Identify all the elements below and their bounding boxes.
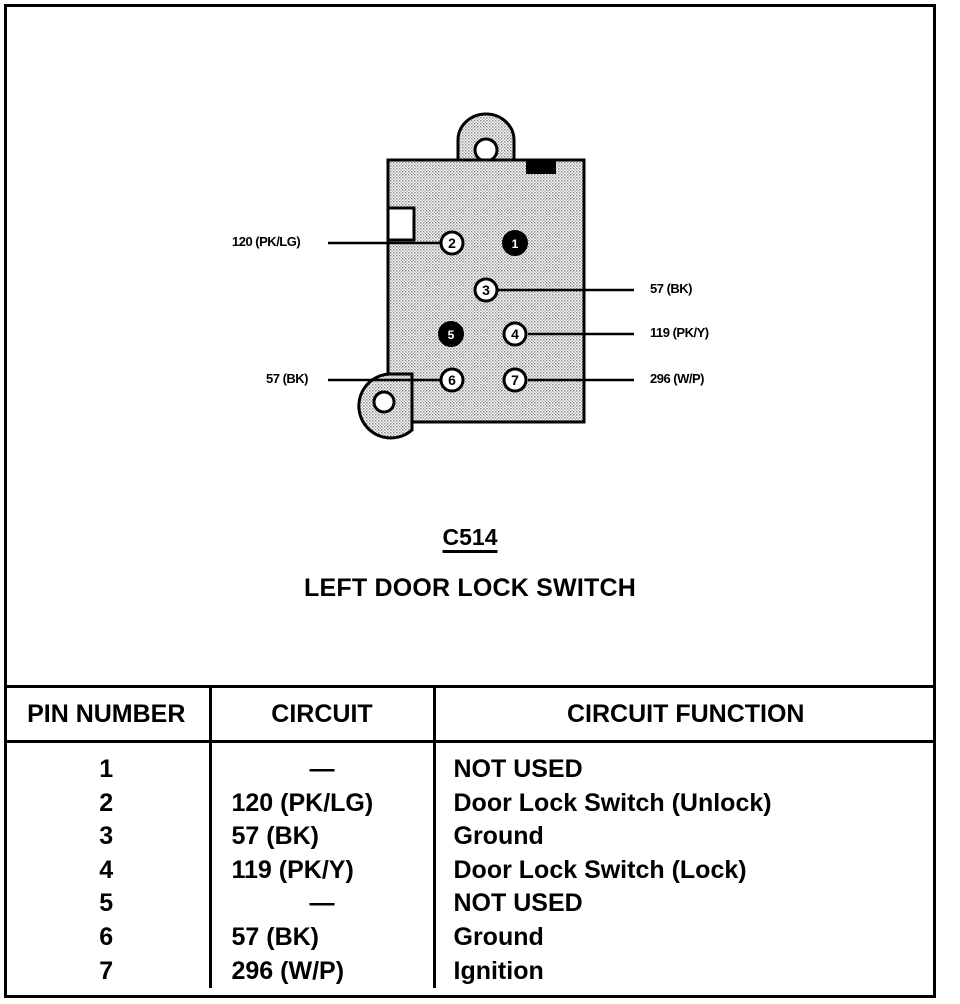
connector-name: LEFT DOOR LOCK SWITCH: [304, 574, 636, 602]
pin-1: 1: [502, 230, 528, 256]
top-mounting-ear: [456, 112, 516, 164]
circuit-cell: —: [208, 887, 434, 921]
pin-number-cell: 1: [99, 755, 114, 783]
pin-number-cell: 5: [99, 889, 114, 918]
circuit-cell: 120 (PK/LG): [208, 786, 434, 821]
function-cell: Door Lock Switch (Unlock): [432, 786, 936, 821]
table-row: 2 120 (PK/LG) Door Lock Switch (Unlock): [4, 786, 936, 821]
svg-text:6: 6: [448, 372, 456, 388]
callout-pin4: 119 (PK/Y): [650, 325, 709, 340]
callout-pin6: 57 (BK): [266, 371, 309, 386]
pin-number-cell: 6: [99, 922, 114, 951]
table-row: 4 119 (PK/Y) Door Lock Switch (Lock): [4, 853, 936, 888]
table-row: 1 — NOT USED: [4, 741, 936, 787]
pin-number-cell: 3: [99, 822, 114, 851]
pin-2: 2: [439, 230, 465, 256]
function-cell: Ground: [432, 820, 936, 854]
svg-text:7: 7: [511, 372, 519, 388]
connector-drawing: 2 1 3 5 4 6 7: [328, 112, 634, 440]
svg-text:3: 3: [482, 282, 490, 298]
diagram-frame: [4, 4, 936, 998]
pin-number-cell: 2: [99, 788, 114, 817]
pin-5: 5: [438, 321, 464, 347]
header-circuit: CIRCUIT: [208, 685, 434, 743]
table-row: 7 296 (W/P) Ignition: [4, 954, 936, 989]
header-pin-number: PIN NUMBER: [4, 685, 210, 743]
function-cell: NOT USED: [432, 887, 936, 921]
circuit-cell: 296 (W/P): [208, 954, 434, 989]
table-header-row: PIN NUMBER CIRCUIT CIRCUIT FUNCTION: [4, 685, 936, 743]
pin-3: 3: [473, 277, 499, 303]
function-cell: Ignition: [432, 954, 936, 989]
connector-id-text: C514: [442, 524, 498, 550]
polarizing-key: [526, 160, 556, 174]
circuit-cell: 119 (PK/Y): [208, 853, 434, 888]
callout-pin3: 57 (BK): [650, 281, 693, 296]
pin-number-cell: 7: [99, 956, 114, 985]
bottom-mounting-ear: [357, 372, 414, 440]
table-row: 6 57 (BK) Ground: [4, 920, 936, 955]
locking-tab: [386, 206, 416, 242]
svg-text:1: 1: [512, 237, 519, 251]
function-cell: Ground: [432, 920, 936, 955]
circuit-cell: 57 (BK): [208, 920, 434, 955]
header-circuit-function: CIRCUIT FUNCTION: [432, 685, 936, 743]
svg-text:2: 2: [448, 235, 456, 251]
pin-table: PIN NUMBER CIRCUIT CIRCUIT FUNCTION 1 — …: [4, 685, 936, 989]
svg-text:4: 4: [511, 326, 519, 342]
pin-number-cell: 4: [99, 855, 114, 884]
table-row: 3 57 (BK) Ground: [4, 820, 936, 854]
connector-id: C514: [0, 524, 940, 551]
circuit-cell: 57 (BK): [208, 820, 434, 854]
function-cell: Door Lock Switch (Lock): [432, 853, 936, 888]
svg-text:5: 5: [448, 328, 455, 342]
pin-6: 6: [439, 367, 465, 393]
pin-7: 7: [502, 367, 528, 393]
circuit-cell: —: [208, 741, 434, 787]
callout-pin7: 296 (W/P): [650, 371, 705, 386]
pin-4: 4: [502, 321, 528, 347]
table-row: 5 — NOT USED: [4, 887, 936, 921]
function-cell: NOT USED: [432, 741, 936, 787]
callout-pin2: 120 (PK/LG): [232, 234, 301, 249]
